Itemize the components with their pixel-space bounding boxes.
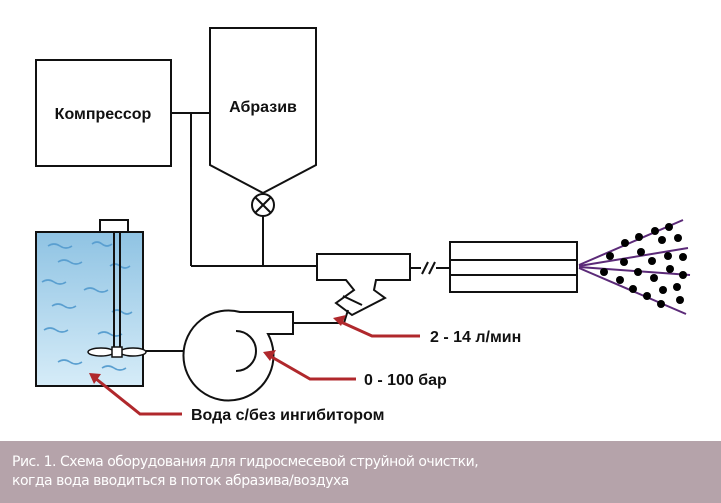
pressure-pointer-arrow (263, 350, 356, 381)
flow-rate-label: 2 - 14 л/мин (430, 329, 521, 346)
water-pump (182, 309, 294, 402)
water-tank (35, 231, 144, 387)
caption-line-1: Рис. 1. Схема оборудования для гидросмес… (12, 454, 479, 470)
mixing-chamber (316, 253, 411, 317)
abrasive-hopper: Абразив (209, 27, 317, 195)
equipment-diagram: Компрессор Абразив (35, 27, 691, 424)
compressor-box: Компрессор (35, 59, 172, 167)
pressure-label: 0 - 100 бар (364, 372, 447, 389)
abrasive-label: Абразив (229, 99, 297, 116)
pressure-line (293, 309, 349, 324)
hose-line (410, 261, 450, 275)
metering-valve-icon (251, 193, 275, 217)
water-label: Вода с/без ингибитором (191, 407, 384, 424)
water-pointer-arrow (89, 373, 182, 416)
caption-line-2: когда вода вводиться в поток абразива/во… (12, 473, 349, 489)
compressor-label: Компрессор (55, 106, 152, 123)
flow-pointer-arrow (333, 315, 420, 338)
abrasive-particles (600, 223, 687, 308)
figure-caption: Рис. 1. Схема оборудования для гидросмес… (0, 441, 721, 503)
air-line (171, 112, 317, 267)
blast-nozzle (449, 241, 578, 293)
